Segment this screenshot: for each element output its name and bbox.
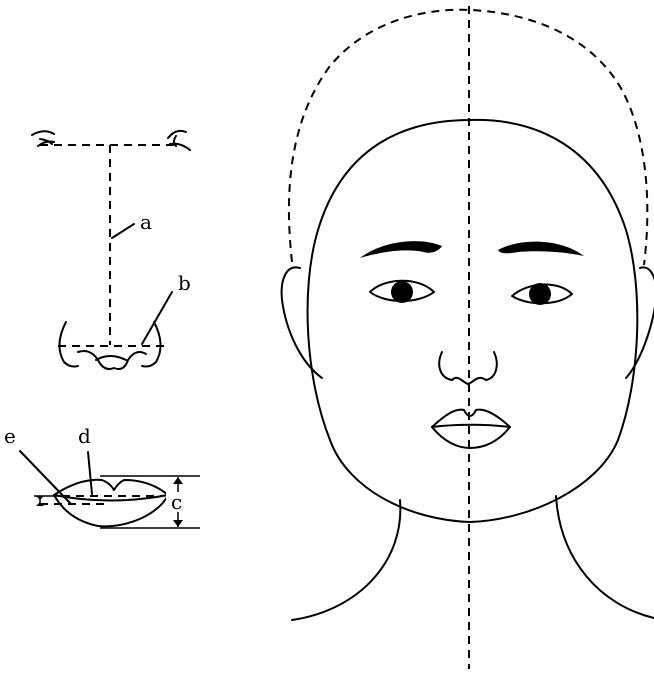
face-nose-bottom xyxy=(452,378,486,384)
label-a-leader xyxy=(112,224,134,238)
nose-left-wing xyxy=(59,322,78,367)
right-eyebrow xyxy=(498,242,584,256)
left-ear xyxy=(282,267,322,378)
face-nose-left xyxy=(439,352,452,380)
label-c: c xyxy=(171,490,182,514)
label-d-leader xyxy=(88,452,92,494)
neck-left xyxy=(292,500,400,620)
label-b: b xyxy=(178,271,191,295)
right-pupil xyxy=(529,283,551,305)
left-pupil xyxy=(391,281,413,303)
brow-nose-detail: a b xyxy=(32,131,191,369)
label-a: a xyxy=(140,210,152,234)
c-arrow-bottom xyxy=(173,520,183,527)
neck-right xyxy=(556,496,654,618)
label-d: d xyxy=(78,424,91,448)
label-b-leader xyxy=(142,292,172,344)
upper-lip xyxy=(54,480,168,495)
label-e: e xyxy=(4,424,16,448)
c-arrow-top xyxy=(173,477,183,484)
lip-detail: e d c xyxy=(4,424,200,528)
nose-bottom xyxy=(78,351,146,369)
left-eyebrow xyxy=(360,241,442,258)
right-ear xyxy=(626,267,654,378)
left-brow-mark xyxy=(32,131,54,146)
face-lip-line xyxy=(432,425,510,427)
face-nose-right xyxy=(486,352,497,380)
face-outline xyxy=(308,120,638,522)
face-drawing xyxy=(282,6,654,669)
right-brow-mark xyxy=(168,131,190,150)
face-lower-lip xyxy=(432,427,510,448)
